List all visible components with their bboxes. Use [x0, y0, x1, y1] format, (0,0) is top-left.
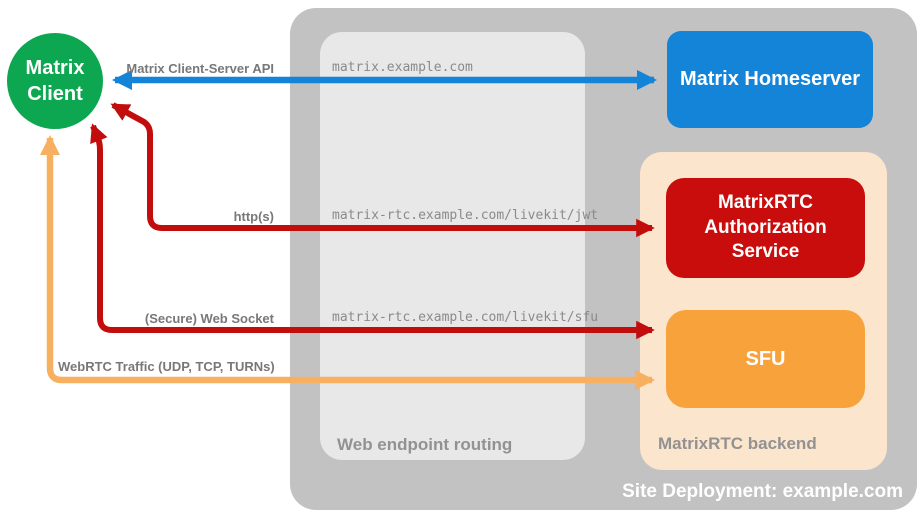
site-deployment-label: Site Deployment: example.com	[622, 481, 903, 502]
webrtc-traffic-arrow-label: WebRTC Traffic (UDP, TCP, TURNs)	[58, 359, 275, 374]
sfu-node: SFU	[666, 310, 865, 408]
matrix-homeserver-node: Matrix Homeserver	[667, 31, 873, 128]
endpoint-livekit-sfu: matrix-rtc.example.com/livekit/sfu	[332, 310, 599, 325]
matrixrtc-backend-label: MatrixRTC backend	[658, 434, 817, 453]
matrix-client-label: Matrix Client	[25, 57, 85, 105]
matrixrtc-authorization-service-node: MatrixRTC Authorization Service	[666, 178, 865, 278]
matrix-homeserver-label: Matrix Homeserver	[679, 68, 861, 90]
endpoint-livekit-jwt: matrix-rtc.example.com/livekit/jwt	[332, 208, 599, 223]
https-arrow-label: http(s)	[233, 209, 274, 224]
web-endpoint-routing-label: Web endpoint routing	[337, 435, 513, 454]
web-endpoint-routing-box	[320, 32, 585, 460]
websocket-arrow-label: (Secure) Web Socket	[144, 311, 274, 326]
sfu-label: SFU	[745, 347, 786, 370]
endpoint-matrix-example-com: matrix.example.com	[332, 60, 473, 75]
client-server-api-arrow-label: Matrix Client-Server API	[126, 61, 274, 76]
authorization-service-label: MatrixRTC Authorization Service	[704, 191, 827, 263]
matrix-client-node: Matrix Client	[7, 33, 103, 129]
